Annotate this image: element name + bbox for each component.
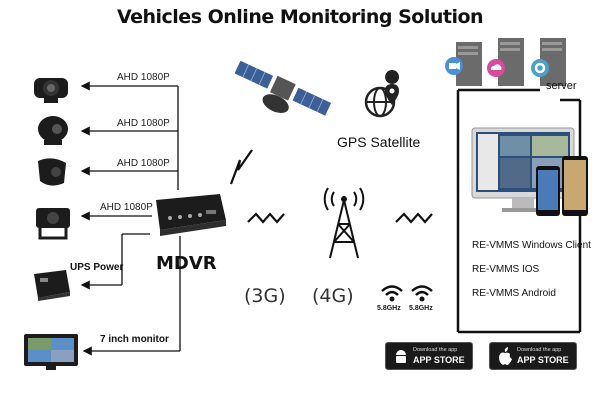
monitor-icon [22,330,80,372]
gear-bubble-icon [531,59,549,77]
wifi-2-label: 5.8GHz [409,305,433,312]
camera-2-label: AHD 1080P [117,118,170,129]
cell-tower-icon [316,182,372,262]
wifi-1-label: 5.8GHz [377,305,401,312]
network-4g-text: 4G [319,285,346,307]
android-app-store-button[interactable]: Download the app APP STORE [385,342,473,370]
gps-label: GPS Satellite [337,134,420,150]
store-1-small-text: Download the app [413,347,457,353]
server-label: server [546,80,577,92]
android-icon [393,348,409,364]
satellite-signal-zigzag [231,150,252,184]
mdvr-signal-zigzag [248,214,284,222]
mdvr-label: MDVR [156,253,217,274]
ups-label: UPS Power [70,262,123,273]
camera-3-label: AHD 1080P [117,158,170,169]
tower-signal-zigzag [396,214,432,222]
camera-1-label: AHD 1080P [117,72,170,83]
camera-4-label: AHD 1080P [100,202,153,213]
gps-globe-icon [362,82,402,122]
store-2-big-text: APP STORE [517,355,569,365]
ball-camera-icon [34,112,72,146]
apple-icon [497,347,513,365]
client-devices-icon [470,126,594,228]
network-3g-label: (3G) [244,285,286,307]
store-1-big-text: APP STORE [413,355,465,365]
apple-app-store-button[interactable]: Download the app APP STORE [489,342,577,370]
mdvr-device-icon [150,190,230,236]
dome-camera-icon [30,70,74,104]
client-ios-label: RE-VMMS IOS [472,264,539,275]
rear-camera-icon [30,202,76,242]
network-3g-text: 3G [251,285,278,307]
client-windows-label: RE-VMMS Windows Client [472,240,591,251]
client-android-label: RE-VMMS Android [472,288,556,299]
wifi-icon [380,283,404,303]
satellite-icon [232,55,332,125]
monitor-label: 7 inch monitor [100,334,169,345]
wifi-icon [410,283,434,303]
side-camera-icon [32,155,72,191]
store-2-small-text: Download the app [517,347,561,353]
ups-power-icon [30,266,74,302]
network-4g-label: (4G) [312,285,354,307]
